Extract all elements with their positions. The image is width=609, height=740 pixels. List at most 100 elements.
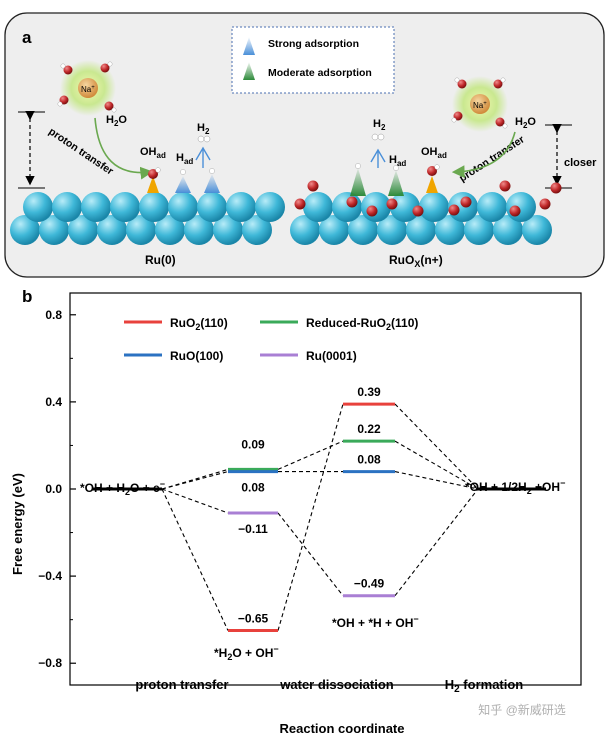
right-oh-label: OHad (421, 146, 447, 160)
legend-label: RuO(100) (170, 349, 223, 363)
ru-atom (110, 192, 140, 222)
connector-line (161, 488, 229, 631)
legend-label: Reduced-RuO2(110) (306, 316, 418, 332)
oxygen-atom (448, 204, 460, 216)
legend-strong-label: Strong adsorption (268, 38, 359, 50)
y-tick-label: −0.4 (38, 569, 62, 583)
panel-b-letter: b (22, 287, 32, 306)
ru-atom (168, 192, 198, 222)
moderate-adsorption-icon (243, 62, 255, 80)
left-distance-indicator (18, 110, 45, 189)
ru-atom (390, 192, 420, 222)
right-water-label: H2O (515, 116, 536, 130)
value-label: 0.08 (241, 481, 265, 495)
ru-atom (464, 215, 494, 245)
y-tick-label: 0.8 (45, 308, 62, 322)
ru-atom (406, 215, 436, 245)
ru-atom (477, 192, 507, 222)
state-water-oh-label: *H2O + OH− (214, 644, 279, 662)
value-label: 0.09 (241, 437, 265, 451)
oxygen-atom (412, 205, 424, 217)
value-labels: −0.65 0.39 0.09 0.22 0.08 0.08 −0.11 −0.49 (238, 385, 385, 625)
ru-atom (319, 215, 349, 245)
ru-atom (242, 215, 272, 245)
connector-line (277, 440, 344, 470)
strong-adsorption-icon (243, 37, 255, 55)
free-energy-chart: b −0.8 −0.4 0.0 0.4 0.8 Free energy (eV) Rea… (10, 287, 582, 736)
ru-atom (435, 215, 465, 245)
left-surface-caption: Ru(0) (145, 253, 176, 267)
left-ru-slab (10, 167, 285, 245)
left-transfer-arrow (94, 117, 154, 180)
y-tick-label: −0.8 (38, 656, 62, 670)
x-axis-title: Reaction coordinate (280, 721, 405, 736)
energy-levels (92, 402, 546, 633)
value-label: −0.49 (354, 577, 385, 591)
left-water-label: H2O (106, 114, 127, 128)
ru-atom (39, 215, 69, 245)
ru-atom (361, 192, 391, 222)
connector-line (161, 471, 229, 490)
y-tick-label: 0.4 (45, 395, 62, 409)
legend-moderate-label: Moderate adsorption (268, 67, 372, 79)
connector-line (394, 440, 479, 490)
step-proton-transfer: proton transfer (135, 677, 228, 692)
oxygen-atom (307, 180, 319, 192)
state-oh-h-oh-label: *OH + *H + OH− (332, 614, 419, 630)
oxygen-atom (460, 196, 472, 208)
oxygen-atom (346, 196, 358, 208)
ru-atom (290, 215, 320, 245)
right-h-label: Had (389, 154, 406, 168)
ru-atom (197, 192, 227, 222)
oxygen-atom (386, 198, 398, 210)
y-axis-title: Free energy (eV) (10, 473, 25, 575)
y-axis: −0.8 −0.4 0.0 0.4 0.8 (38, 308, 76, 670)
legend-label: Ru(0001) (306, 349, 357, 363)
ru-atom (522, 215, 552, 245)
ru-atom (81, 192, 111, 222)
ru-atom (97, 215, 127, 245)
value-label: −0.11 (238, 522, 268, 536)
ru-atom (139, 192, 169, 222)
connector-line (394, 403, 479, 490)
value-label: 0.39 (357, 385, 381, 399)
value-label: −0.65 (238, 612, 269, 626)
svg-text:Na+: Na+ (81, 85, 95, 94)
left-oh-label: OHad (140, 146, 166, 160)
oxygen-atom (294, 198, 306, 210)
right-surface-caption: RuOX(n+) (389, 253, 443, 269)
step-water-dissociation: water dissociation (279, 677, 393, 692)
ru-atom (332, 192, 362, 222)
connector-line (394, 488, 479, 597)
ru-atom (506, 192, 536, 222)
step-h2-formation: H2 formation (445, 677, 524, 695)
ru-atom (303, 192, 333, 222)
value-label: 0.08 (357, 453, 381, 467)
ru-atom (184, 215, 214, 245)
watermark: 知乎 @新威研选 (478, 702, 566, 717)
right-ruox-slab (290, 163, 562, 245)
panel-a-letter: a (22, 28, 32, 47)
state-final-label: *OH + 1/2H2 +OH− (465, 478, 565, 496)
connector-line (277, 512, 344, 597)
connector-line (277, 403, 344, 631)
y-tick-label: 0.0 (45, 482, 62, 496)
oxygen-atom (499, 180, 511, 192)
ru-atom (348, 215, 378, 245)
oxygen-atom (366, 205, 378, 217)
left-na-hydrate: Na+ (57, 60, 117, 116)
chart-legend: RuO2(110) Reduced-RuO2(110) RuO(100) Ru(000… (124, 316, 418, 363)
right-transfer-arrow (451, 131, 516, 179)
ru-atom (255, 192, 285, 222)
connector-line (161, 468, 229, 490)
right-na-hydrate: Na+ (451, 76, 508, 132)
svg-text:Na+: Na+ (473, 101, 487, 110)
connector-lines (161, 403, 479, 631)
ru-atom (493, 215, 523, 245)
ru-atom (10, 215, 40, 245)
value-label: 0.22 (357, 422, 381, 436)
adsorption-legend: Strong adsorption Moderate adsorption (231, 26, 395, 94)
legend-label: RuO2(110) (170, 316, 228, 332)
ru-atom (126, 215, 156, 245)
ru-atom (155, 215, 185, 245)
